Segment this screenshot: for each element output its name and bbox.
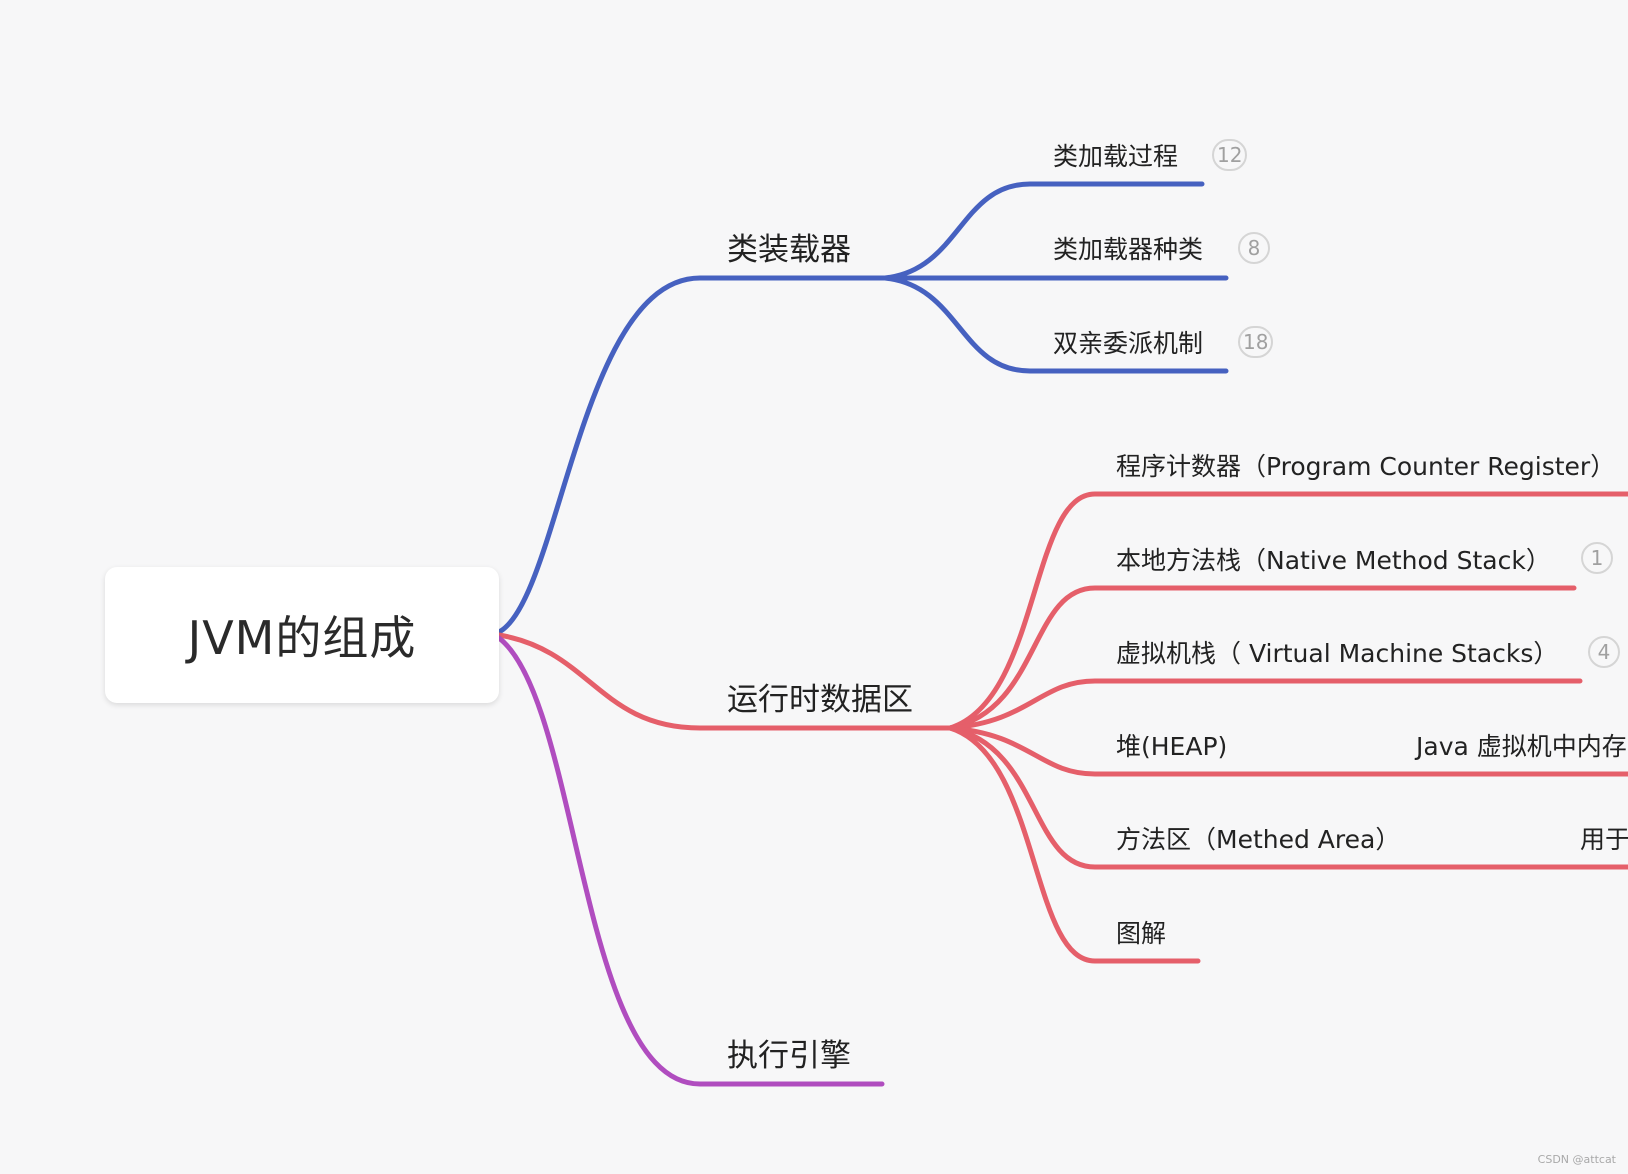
connector-program-counter: [947, 491, 1628, 731]
root-title: JVM的组成: [187, 611, 417, 665]
note-heap[interactable]: Java 虚拟机中内存: [1416, 732, 1627, 761]
node-class-load-process[interactable]: 类加载过程: [1053, 142, 1179, 171]
watermark: CSDN @attcat: [1537, 1153, 1616, 1166]
count-badge-class-loader-kinds[interactable]: 8: [1238, 232, 1270, 264]
node-vm-stacks[interactable]: 虚拟机栈（ Virtual Machine Stacks）: [1116, 639, 1559, 668]
count-badge-native-method-stack[interactable]: 1: [1581, 542, 1613, 574]
node-program-counter[interactable]: 程序计数器（Program Counter Register）: [1116, 452, 1616, 481]
connector-parent-delegation: [882, 275, 1229, 374]
count-badge-vm-stacks[interactable]: 4: [1588, 636, 1620, 668]
connector-runtime-area: [496, 632, 953, 731]
connector-exec-engine: [496, 635, 885, 1087]
branch-class-loader-label[interactable]: 类装载器: [727, 232, 851, 268]
connector-method-area: [947, 725, 1628, 870]
count-badge-class-load-process[interactable]: 12: [1212, 139, 1248, 171]
node-parent-delegation[interactable]: 双亲委派机制: [1053, 329, 1204, 358]
branch-exec-engine-label[interactable]: 执行引擎: [727, 1038, 851, 1074]
connector-vm-stacks: [947, 678, 1583, 731]
connector-native-method-stack: [947, 585, 1577, 731]
note-method-area[interactable]: 用于: [1580, 825, 1628, 854]
branch-runtime-area-label[interactable]: 运行时数据区: [727, 682, 913, 718]
connector-heap: [947, 725, 1628, 777]
node-native-method-stack[interactable]: 本地方法栈（Native Method Stack）: [1116, 546, 1551, 575]
node-diagram[interactable]: 图解: [1116, 919, 1167, 948]
root-node[interactable]: JVM的组成: [105, 567, 499, 703]
connector-diagram: [947, 725, 1201, 964]
node-method-area[interactable]: 方法区（Methed Area）: [1116, 825, 1401, 854]
connector-class-loader: [496, 275, 888, 635]
count-badge-parent-delegation[interactable]: 18: [1238, 326, 1274, 358]
connector-class-load-process: [882, 181, 1205, 281]
node-class-loader-kinds[interactable]: 类加载器种类: [1053, 235, 1204, 264]
node-heap[interactable]: 堆(HEAP): [1116, 732, 1228, 761]
